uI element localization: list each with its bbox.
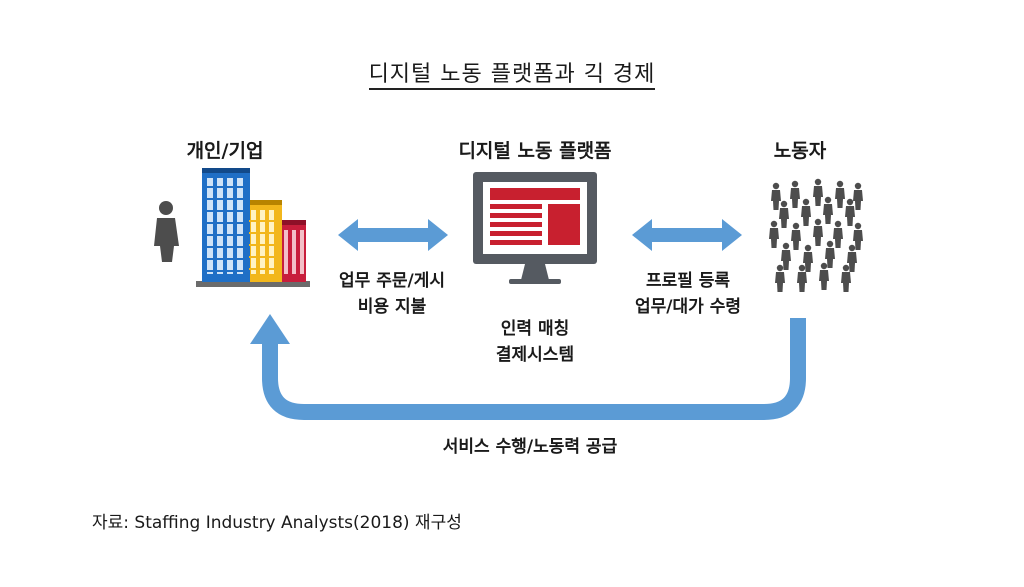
left-double-arrow [338,219,448,251]
worker-figure-icon [841,264,851,292]
worker-flow-line2: 업무/대가 수령 [635,297,741,317]
source-note: 자료: Staffing Industry Analysts(2018) 재구성 [92,513,462,533]
worker-figure-icon [769,220,779,248]
worker-figure-icon [771,182,781,210]
worker-figure-icon [791,222,801,250]
worker-figure-icon [813,178,823,206]
worker-figure-icon [825,240,835,268]
worker-figure-icon [775,264,785,292]
worker-label: 노동자 [773,140,827,162]
worker-figure-icon [853,222,863,250]
worker-figure-icon [790,180,800,208]
platform-function-line1: 인력 매칭 [500,319,570,339]
person-icon [154,201,179,262]
platform-label: 디지털 노동 플랫폼 [458,140,612,162]
workers-crowd-icon [769,178,863,292]
platform-function-text: 인력 매칭 결제시스템 [465,316,605,368]
worker-figure-icon [845,198,855,226]
worker-figure-icon [823,196,833,224]
worker-figure-icon [847,244,857,272]
worker-figure-icon [803,244,813,272]
worker-flow-line1: 프로필 등록 [645,271,731,291]
worker-figure-icon [779,200,789,228]
service-flow-text: 서비스 수행/노동력 공급 [442,437,618,457]
worker-figure-icon [853,182,863,210]
client-flow-line1: 업무 주문/게시 [339,271,445,291]
worker-figure-icon [813,218,823,246]
worker-figure-icon [797,264,807,292]
client-flow-line2: 비용 지불 [357,297,427,317]
right-double-arrow [632,219,742,251]
worker-figure-icon [819,262,829,290]
return-arrow [250,314,806,420]
monitor-icon [473,172,597,284]
client-label: 개인/기업 [186,140,264,162]
client-flow-text: 업무 주문/게시 비용 지불 [322,268,462,320]
worker-figure-icon [835,180,845,208]
diagram-title: 디지털 노동 플랫폼과 긱 경제 [0,56,1024,90]
diagram-title-text: 디지털 노동 플랫폼과 긱 경제 [368,62,656,90]
worker-figure-icon [801,198,811,226]
platform-function-line2: 결제시스템 [495,345,575,365]
buildings-icon [196,168,310,287]
worker-figure-icon [833,220,843,248]
worker-flow-text: 프로필 등록 업무/대가 수령 [608,268,768,320]
worker-figure-icon [781,242,791,270]
